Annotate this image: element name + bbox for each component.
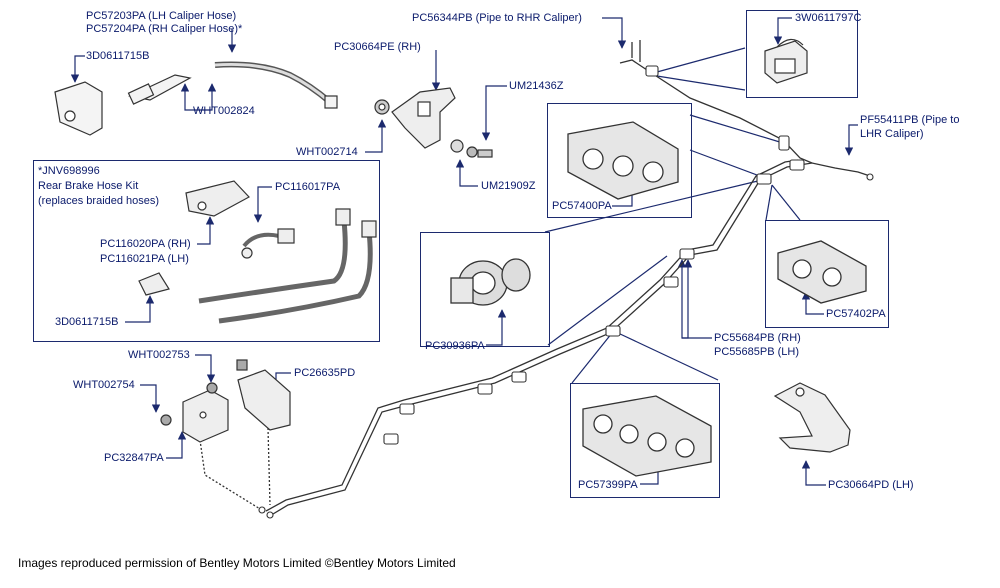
- label-pc57400pa: PC57400PA: [552, 200, 612, 212]
- caliper-hose-drawing: [54, 61, 338, 136]
- label-kit-code: *JNV698996: [38, 165, 100, 177]
- label-pc30936pa: PC30936PA: [425, 340, 485, 352]
- label-wht002714: WHT002714: [296, 146, 358, 158]
- label-um21909z: UM21909Z: [481, 180, 536, 192]
- label-wht002753: WHT002753: [128, 349, 190, 361]
- label-pc32847pa: PC32847PA: [104, 452, 164, 464]
- hose-kit-box: [33, 160, 380, 342]
- block-bracket-drawing: [160, 359, 291, 443]
- label-kit-sub: (replaces braided hoses): [38, 195, 160, 207]
- label-pc55684pb: PC55684PB (RH): [714, 332, 801, 344]
- label-pc57402pa: PC57402PA: [826, 308, 886, 320]
- label-pf55411pb-line2: LHR Caliper): [860, 128, 924, 140]
- label-3d0611715b-kit: 3D0611715B: [55, 316, 119, 328]
- union-pc30936pa-box: [420, 232, 550, 347]
- label-3d0611715b-top: 3D0611715B: [86, 50, 150, 62]
- clip-3w0611797c-box: [746, 10, 858, 98]
- clip-pc57402pa-drawing: [777, 240, 867, 304]
- label-pc55685pb: PC55685PB (LH): [714, 346, 799, 358]
- hose-kit-drawing: [138, 180, 377, 324]
- label-pc116017pa: PC116017PA: [275, 181, 341, 193]
- label-pc56344pb: PC56344PB (Pipe to RHR Caliper): [412, 12, 582, 24]
- label-wht002824: WHT002824: [193, 105, 255, 117]
- pipe-clips: [258, 65, 874, 519]
- clip-pc57399pa-drawing: [582, 395, 712, 477]
- clip-3w0611797c-drawing: [764, 38, 808, 84]
- union-pc30936pa-drawing: [450, 258, 531, 306]
- label-pc57399pa: PC57399PA: [578, 479, 638, 491]
- clip-pc57400pa-drawing: [567, 121, 679, 200]
- label-pc57204pa: PC57204PA (RH Caliper Hose)*: [86, 23, 243, 35]
- label-pc116020pa: PC116020PA (RH): [100, 238, 191, 250]
- label-pc30664pe: PC30664PE (RH): [334, 41, 421, 53]
- lh-bracket-drawing: [773, 382, 851, 453]
- label-pc26635pd: PC26635PD: [294, 367, 356, 379]
- label-wht002754: WHT002754: [73, 379, 135, 391]
- rh-bracket-drawing: [374, 87, 493, 158]
- label-pc116021pa: PC116021PA (LH): [100, 253, 189, 265]
- label-pc57203pa: PC57203PA (LH Caliper Hose): [86, 10, 237, 22]
- label-um21436z: UM21436Z: [509, 80, 564, 92]
- clip-pc57400pa-box: [547, 103, 692, 218]
- label-pc30664pd: PC30664PD (LH): [828, 479, 914, 491]
- copyright-footer: Images reproduced permission of Bentley …: [18, 556, 456, 570]
- label-3w0611797c: 3W0611797C: [795, 12, 862, 24]
- label-kit-title: Rear Brake Hose Kit: [38, 180, 139, 192]
- brake-pipes: [199, 40, 871, 518]
- box-connectors: [544, 47, 801, 384]
- label-pf55411pb-line1: PF55411PB (Pipe to: [860, 114, 960, 126]
- clip-pc57402pa-box: [765, 220, 889, 328]
- clip-pc57399pa-box: [570, 383, 720, 498]
